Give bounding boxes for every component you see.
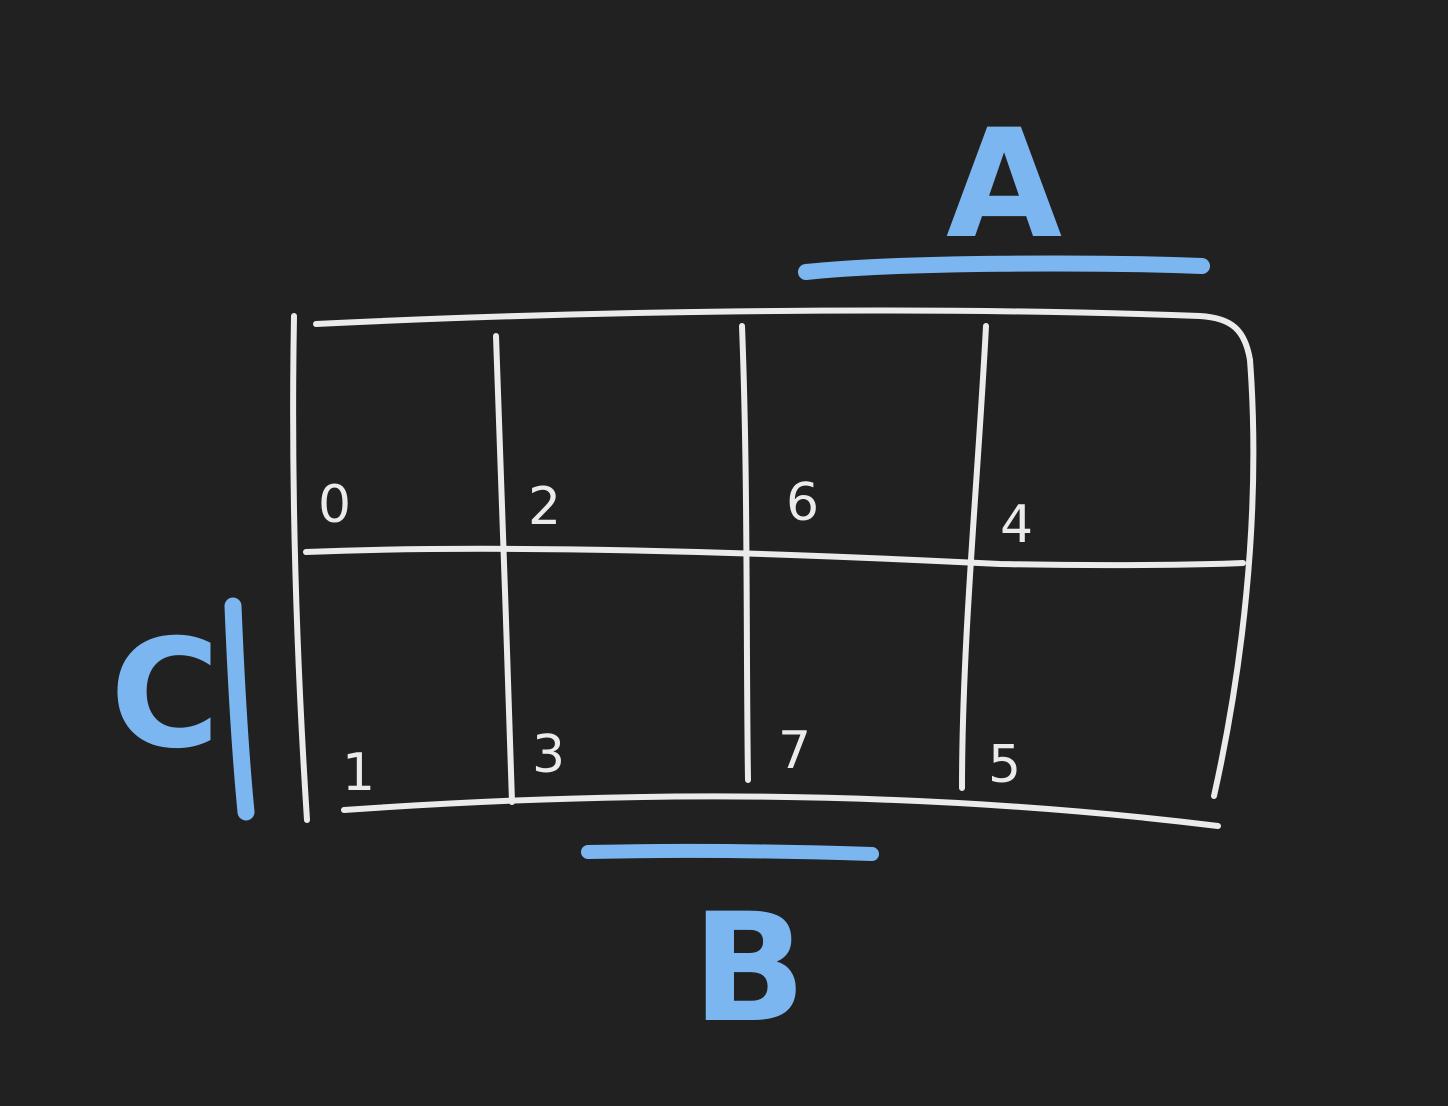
cell-number-3: 3 — [532, 725, 565, 785]
grid-bottom-border — [341, 793, 1221, 829]
grid-column-divider-2 — [739, 323, 751, 783]
grid-left-border — [290, 313, 310, 823]
variable-label-a: A — [946, 98, 1062, 272]
cell-number-0: 0 — [318, 475, 351, 535]
variable-span-bar-a — [798, 255, 1210, 280]
grid-middle-divider — [303, 545, 1246, 569]
grid-top-border — [313, 307, 1253, 363]
grid-right-border — [1211, 357, 1257, 799]
variable-span-bar-b — [581, 843, 879, 861]
cell-number-7: 7 — [778, 721, 811, 781]
variable-label-b: B — [692, 882, 806, 1056]
variable-label-c: C — [110, 608, 220, 782]
cell-number-5: 5 — [988, 735, 1021, 795]
cell-number-1: 1 — [342, 743, 375, 803]
cell-number-2: 2 — [528, 477, 561, 537]
grid-column-divider-1 — [493, 333, 515, 805]
variable-span-bar-c — [224, 597, 255, 821]
grid-column-divider-3 — [959, 323, 989, 791]
cell-number-4: 4 — [1000, 495, 1033, 555]
cell-number-6: 6 — [786, 473, 819, 533]
